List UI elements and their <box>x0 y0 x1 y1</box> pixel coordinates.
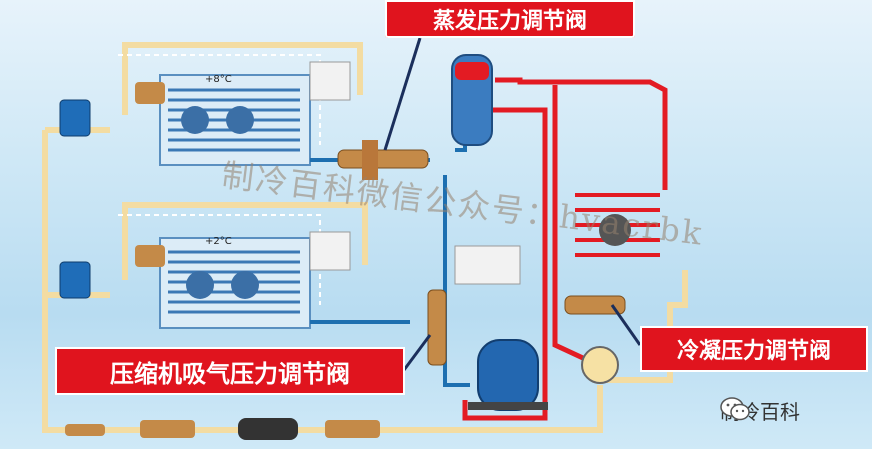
evaporator-bottom <box>159 237 311 329</box>
label-evaporator-pressure-valve: 蒸发压力调节阀 <box>385 0 635 38</box>
temp-top: +8°C <box>205 74 232 85</box>
liquid-receiver <box>451 54 493 146</box>
condenser <box>575 193 660 257</box>
temp-bottom: +2°C <box>205 236 232 247</box>
wechat-icon <box>720 397 750 421</box>
compressor <box>468 339 548 411</box>
control-lines <box>118 54 321 305</box>
liquid-line <box>42 42 688 433</box>
solenoid-valves <box>59 82 165 299</box>
regulating-valves <box>337 140 626 366</box>
label-condensing-pressure-valve: 冷凝压力调节阀 <box>640 326 868 372</box>
liquid-line-components <box>65 346 619 440</box>
wechat-badge: 制冷百科 <box>720 396 800 425</box>
label-compressor-suction-valve: 压缩机吸气压力调节阀 <box>55 347 405 395</box>
leader-lines <box>383 37 642 371</box>
pressure-switches <box>309 61 521 285</box>
evaporator-top <box>159 74 311 166</box>
